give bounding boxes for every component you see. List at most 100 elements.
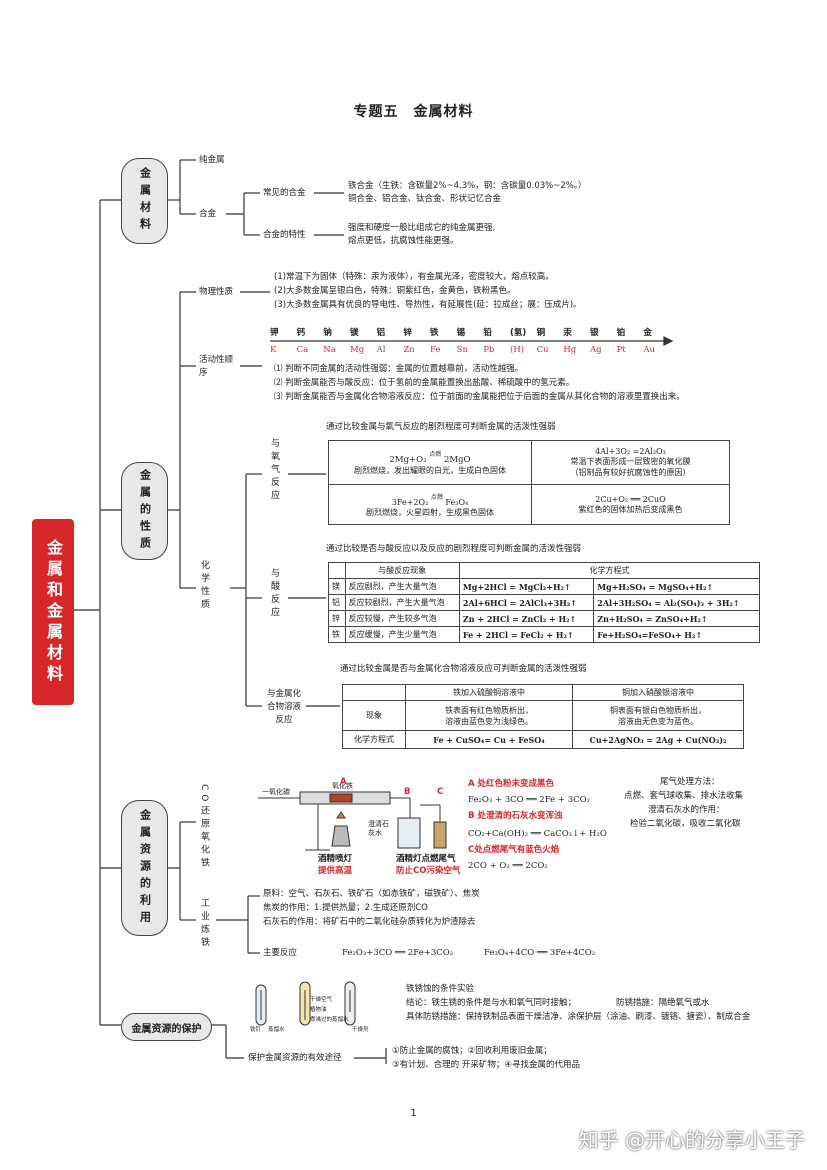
al-equation: 4Al+3O₂ =2Al₂O₃ <box>595 447 666 456</box>
activity-symbol-13: Pt <box>616 345 626 355</box>
point-c-label: C <box>437 787 444 797</box>
activity-name-10: 铜 <box>536 328 546 338</box>
section-metal-properties: 金属的性质 <box>121 462 168 560</box>
tube-label-3: 植物油 <box>310 1007 327 1013</box>
alloy-properties-label: 合金的特性 <box>263 230 306 240</box>
page-number: 1 <box>410 1108 417 1119</box>
al-description-2: （铝制品有较好抗腐蚀性的原因） <box>570 468 691 477</box>
rust-specific-measures: 具体防锈措施：保持铁制品表面干燥洁净、涂保护层（涂油、刷漆、镀铬、搪瓷）、制成合… <box>406 1012 751 1022</box>
activity-name-0: 钾 <box>270 328 279 338</box>
protection-ways-label: 保护金属资源的有效途径 <box>248 1053 342 1063</box>
root-node: 金属和金属材料 <box>32 519 74 705</box>
salt-equation-2: Cu+2AgNO₃ = 2Ag + Cu(NO₃)₂ <box>572 730 744 749</box>
salt-reaction-table: 铁加入硫酸铜溶液中 铜加入硝酸银溶液中 现象 铁表面有红色物质析出，溶液由蓝色变… <box>342 684 744 749</box>
activity-name-2: 钠 <box>323 328 332 338</box>
iron-alloy-text: 铁合金（生铁：含碳量2%~4.3%，钢：含碳量0.03%~2%。） <box>348 181 587 191</box>
activity-name-11: 汞 <box>563 328 572 338</box>
activity-symbol-6: Fe <box>430 345 441 355</box>
salt-phenomenon-2a: 铜表面有银白色物质析出， <box>610 705 706 715</box>
point-a-observation: A 处红色粉末变成黑色 <box>468 779 555 789</box>
rust-experiment-title: 铁锈蚀的条件实验 <box>406 984 475 994</box>
salt-phenomenon-1a: 铁表面有红色物质析出， <box>445 705 533 715</box>
physical-property-1: (1)常温下为固体（特殊：汞为液体），有金属光泽，密度较大，熔点较高。 <box>274 272 554 282</box>
rust-conclusion: 结论：铁生锈的条件是与水和氧气同时接触； <box>406 998 577 1008</box>
common-alloys-label: 常见的合金 <box>263 188 306 198</box>
rust-prevention: 防锈措施：隔绝氧气或水 <box>616 998 710 1008</box>
activity-symbol-7: Sn <box>456 345 468 355</box>
activity-symbol-10: Cu <box>536 345 549 355</box>
salt-phenomenon-1b: 溶液由蓝色变为浅绿色。 <box>445 716 533 726</box>
other-alloys-text: 铜合金、铝合金、钛合金、形状记忆合金 <box>348 194 502 204</box>
section-resource-protection: 金属资源的保护 <box>121 1013 212 1041</box>
alcohol-lamp-label: 酒精灯点燃尾气 <box>396 854 456 864</box>
alloy-label: 合金 <box>199 209 217 219</box>
salt-phenomenon-2b: 溶液由无色变为蓝色。 <box>618 716 698 726</box>
activity-series-label: 活动性顺序 <box>199 355 234 378</box>
alcohol-lamp-purpose: 防止CO污染空气 <box>396 866 461 876</box>
al-description-1: 常温下表面形成一层致密的氧化膜 <box>570 457 691 466</box>
activity-symbol-11: Hg <box>563 345 577 355</box>
lime-water-role-title: 澄清石灰水的作用： <box>648 805 725 815</box>
co-gas-label: 一氧化碳 <box>262 788 290 796</box>
activity-symbol-8: Pb <box>483 345 495 355</box>
activity-name-3: 镁 <box>350 328 359 338</box>
activity-series-names: 钾钙钠镁铝锌铁锡铅(氢)铜汞银铂金 <box>270 327 670 339</box>
watermark: 知乎 @开心的分享小王子 <box>578 1128 805 1152</box>
tail-gas-methods: 点燃、套气球收集、排水法收集 <box>624 791 744 801</box>
spray-lamp-purpose: 提供高温 <box>318 866 353 876</box>
activity-name-14: 金 <box>643 328 652 338</box>
coke-role: 焦炭的作用：1.提供热量；2.生成还原剂CO <box>263 903 428 913</box>
point-b-observation: B 处澄清的石灰水变浑浊 <box>468 811 563 821</box>
physical-property-2: (2)大多数金属呈银白色，特殊：铜紫红色，金黄色，铁粉黑色。 <box>274 286 516 296</box>
activity-symbol-12: Ag <box>590 345 602 355</box>
limestone-role: 石灰石的作用：将矿石中的二氧化硅杂质转化为炉渣除去 <box>263 917 476 927</box>
salt-reaction-label: 与金属化合物溶液反应 <box>266 689 301 725</box>
activity-name-13: 铂 <box>616 328 626 338</box>
page-title: 专题五 金属材料 <box>353 104 474 120</box>
point-b-label: B <box>404 787 411 797</box>
activity-use-2: ⑵ 判断金属能否与酸反应：位于氢前的金属能置换出盐酸、稀硫酸中的氢元素。 <box>274 378 575 388</box>
fe2o3-label: 氧化铁 <box>332 782 353 790</box>
point-b-equation: CO₂+Ca(OH)₂ ══ CaCO₃↓+ H₂O <box>468 829 607 839</box>
activity-symbol-1: Ca <box>296 345 309 355</box>
lime-water-role: 检验二氧化碳，吸收二氧化碳 <box>630 819 741 829</box>
activity-symbol-9: (H) <box>510 345 525 355</box>
activity-name-8: 铅 <box>483 328 492 338</box>
main-reaction-label: 主要反应 <box>263 948 298 958</box>
activity-name-1: 钙 <box>296 328 306 338</box>
point-c-observation: C处点燃尾气有蓝色火焰 <box>468 845 560 855</box>
co-reduction-label: CO还原氧化铁 <box>199 784 209 871</box>
lime-water-label: 澄清石灰水 <box>368 820 389 837</box>
protection-way-1: ①防止金属的腐蚀；②回收利用废旧金属； <box>392 1046 552 1056</box>
tail-gas-title: 尾气处理方法： <box>660 777 720 787</box>
protection-way-2: ③有计划、合理的 开采矿物；④寻找金属的代用品 <box>392 1060 580 1070</box>
iron-smelting-label: 工业炼铁 <box>199 898 209 950</box>
acid-row-h2so4-equation: Fe+H₂SO₄=FeSO₄+ H₂↑ <box>593 626 760 643</box>
alloy-properties-1: 强度和硬度一般比组成它的纯金属更强, <box>348 223 496 233</box>
salt-note: 通过比较金属是否与金属化合物溶液反应可判断金属的活泼性强弱 <box>340 664 587 674</box>
point-a-label: A <box>340 777 347 787</box>
activity-symbol-2: Na <box>323 345 336 355</box>
acid-row-phenomenon: 反应缓慢，产生少量气泡 <box>344 626 460 643</box>
activity-name-6: 铁 <box>430 328 439 338</box>
acid-row-hcl-equation: Fe + 2HCl = FeCl₂ + H₂↑ <box>458 626 595 643</box>
physical-properties-label: 物理性质 <box>199 287 234 297</box>
activity-symbol-5: Zn <box>403 345 415 355</box>
pure-metal-label: 纯金属 <box>199 155 225 165</box>
salt-equation-1: Fe + CuSO₄= Cu + FeSO₄ <box>405 730 573 749</box>
alloy-properties-2: 熔点更低，抗腐蚀性能更强。 <box>348 236 459 246</box>
activity-symbol-3: Mg <box>350 345 365 355</box>
cu-description: 紫红色的固体加热后变成黑色 <box>578 504 683 514</box>
chemical-properties-label: 化学性质 <box>199 560 209 612</box>
activity-name-5: 锌 <box>403 328 412 338</box>
activity-name-9: (氢) <box>510 328 527 338</box>
main-reaction-2: Fe₃O₄+4CO ══ 3Fe+4CO₂ <box>484 948 596 958</box>
activity-use-3: ⑶ 判断金属能否与金属化合物溶液反应：位于前面的金属能把位于后面的金属从其化合物… <box>274 392 685 402</box>
activity-symbol-14: Au <box>643 345 655 355</box>
